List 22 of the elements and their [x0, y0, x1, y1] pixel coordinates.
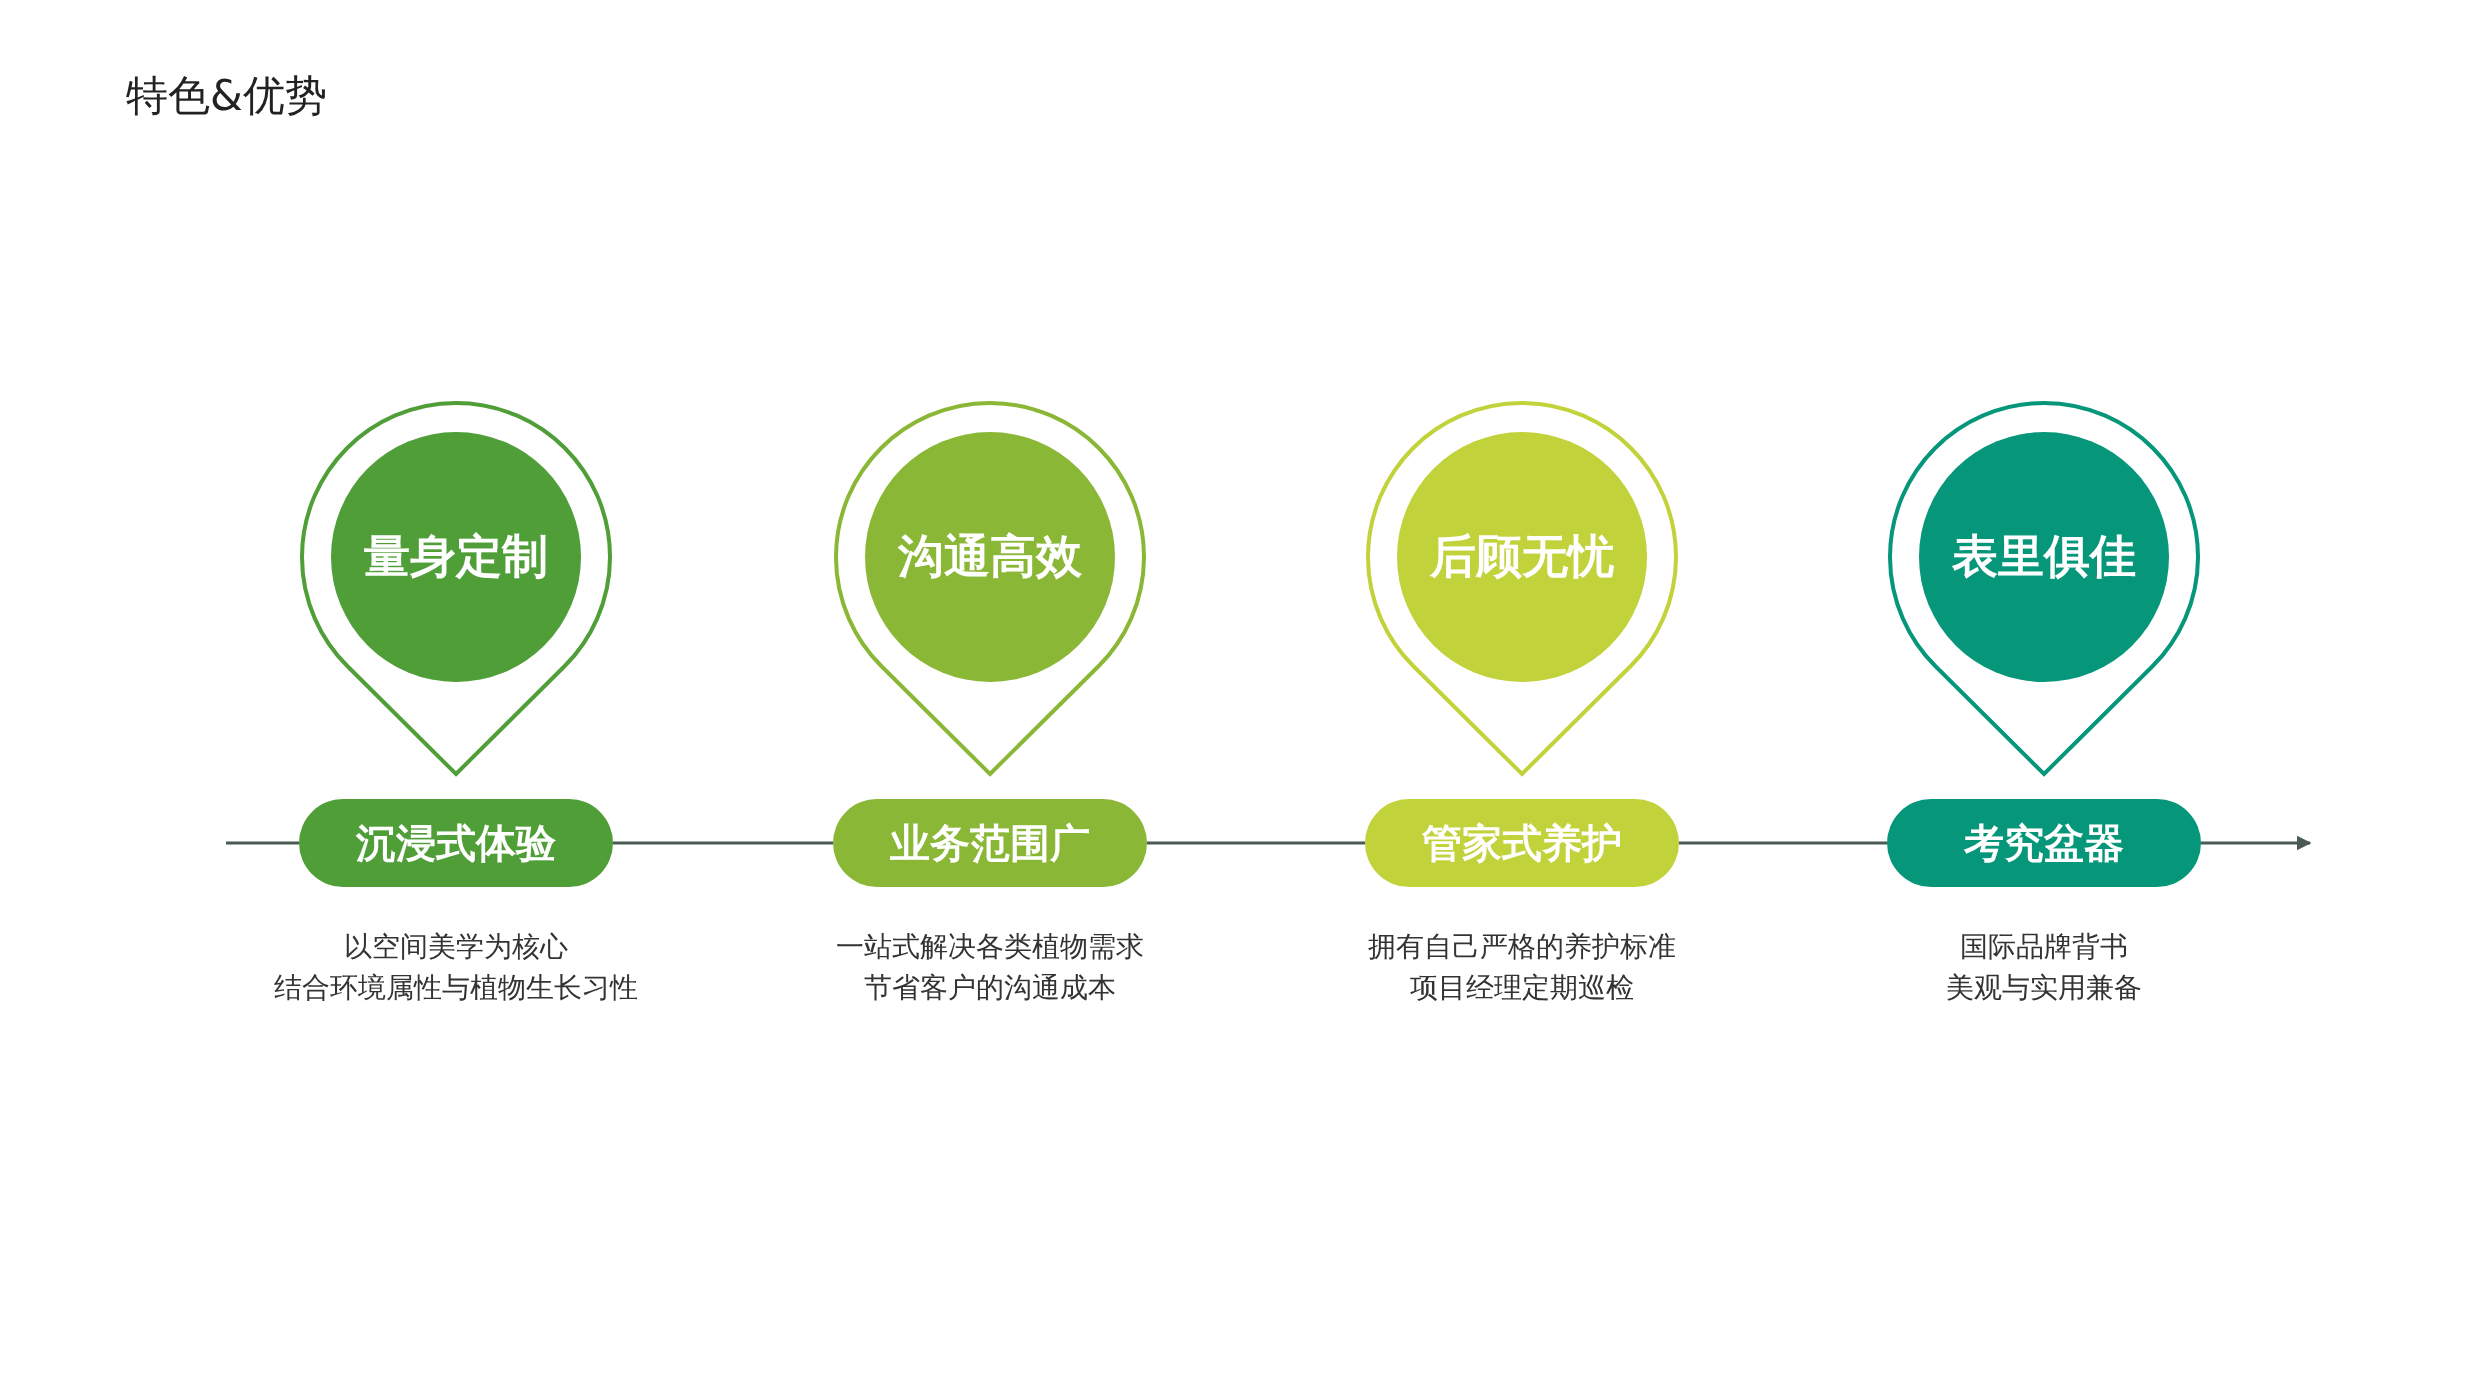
description: 美观与实用兼备: [1946, 970, 2142, 1006]
pin-heading: 沟通高效: [898, 528, 1082, 585]
pin-heading: 表里俱佳: [1952, 528, 2136, 585]
pill-label: 考究盆器: [1887, 799, 2201, 887]
timeline-line: [226, 841, 299, 845]
description: 以空间美学为核心: [344, 929, 568, 965]
pill-label: 管家式养护: [1365, 799, 1679, 887]
title: 特色&优势: [126, 70, 327, 122]
description: 结合环境属性与植物生长习性: [274, 970, 638, 1006]
timeline-line: [1679, 841, 1887, 845]
pin-heading: 量身定制: [364, 528, 548, 585]
timeline-line: [1147, 841, 1365, 845]
description: 国际品牌背书: [1960, 929, 2128, 965]
description: 一站式解决各类植物需求: [836, 929, 1144, 965]
timeline-line: [613, 841, 833, 845]
timeline-arrow: [2201, 835, 2312, 851]
pin-heading: 后顾无忧: [1430, 528, 1614, 585]
description: 拥有自己严格的养护标准: [1368, 929, 1676, 965]
pill-label: 沉浸式体验: [299, 799, 613, 887]
pill-label: 业务范围广: [833, 799, 1147, 887]
description: 项目经理定期巡检: [1410, 970, 1634, 1006]
description: 节省客户的沟通成本: [864, 970, 1116, 1006]
